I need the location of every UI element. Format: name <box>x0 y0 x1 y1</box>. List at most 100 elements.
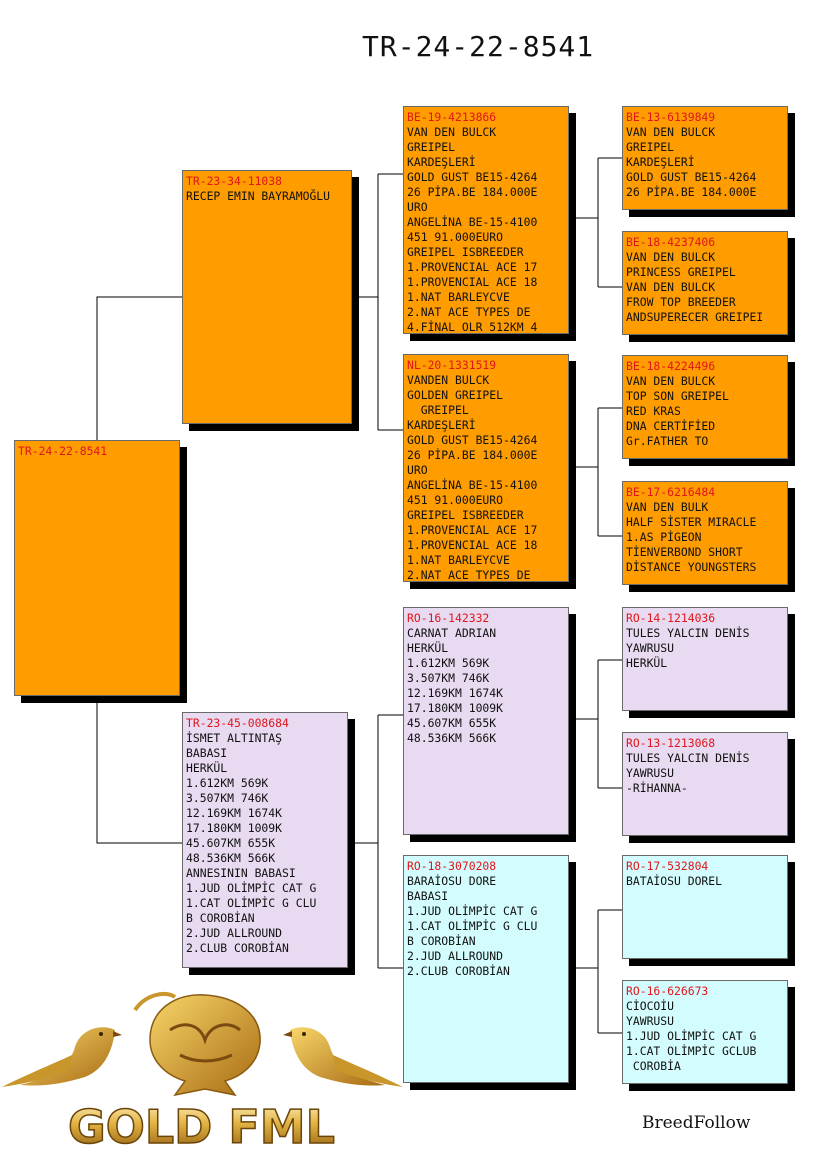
card-line: VAN DEN BULCK <box>407 125 497 139</box>
card-line: KARDEŞLERİ <box>626 155 695 169</box>
pigeon-left-icon <box>2 1027 122 1087</box>
card-line: 2.JUD ALLROUND <box>407 949 504 963</box>
card-line: 3.507KM 746K <box>186 791 269 805</box>
card-line: 4.FİNAL OLR 512KM 4 <box>407 320 538 334</box>
card-line: DNA CERTİFİED <box>626 419 716 433</box>
card-line: 1.NAT BARLEYCVE <box>407 290 510 304</box>
sdd-card: BE-17-6216484 VAN DEN BULK HALF SİSTER M… <box>622 481 788 585</box>
card-line: GREIPEL <box>407 140 456 154</box>
ssd-card: BE-18-4237406 VAN DEN BULCK PRINCESS GRE… <box>622 231 788 335</box>
card-line: 451 91.000EURO <box>407 230 504 244</box>
ddd-card: RO-16-626673 CİOCOİU YAWRUSU 1.JUD OLİMP… <box>622 980 788 1084</box>
dss-card: RO-14-1214036 TULES YALCIN DENİS YAWRUSU… <box>622 607 788 711</box>
sire-dam-card: NL-20-1331519 VANDEN BULCK GOLDEN GREIPE… <box>403 354 569 582</box>
card-line: BABASI <box>186 746 228 760</box>
card-line: KARDEŞLERİ <box>407 155 476 169</box>
card-line: HALF SİSTER MIRACLE <box>626 515 757 529</box>
card-line: ANGELİNA BE-15-4100 <box>407 215 538 229</box>
card-line: 1.612KM 569K <box>186 776 269 790</box>
card-line: 451 91.000EURO <box>407 493 504 507</box>
ring-number: RO-16-626673 <box>626 984 709 998</box>
gold-fml-logo: GOLD FML <box>2 991 403 1150</box>
ring-number: BE-18-4224496 <box>626 359 716 373</box>
card-line: DİSTANCE YOUNGSTERS <box>626 560 757 574</box>
ring-number: RO-16-142332 <box>407 611 490 625</box>
card-line: RECEP EMIN BAYRAMOĞLU <box>186 189 331 203</box>
card-line: GREIPEL <box>626 140 675 154</box>
card-line: 45.607KM 655K <box>407 716 497 730</box>
card-line: TULES YALCIN DENİS <box>626 751 750 765</box>
card-line: 3.507KM 746K <box>407 671 490 685</box>
card-line: GOLD GUST BE15-4264 <box>407 433 538 447</box>
card-line: GREIPEL <box>407 403 469 417</box>
card-line: YAWRUSU <box>626 1014 675 1028</box>
card-line: 26 PİPA.BE 184.000E <box>407 448 538 462</box>
card-line: 45.607KM 655K <box>186 836 276 850</box>
card-line: YAWRUSU <box>626 766 675 780</box>
ring-number: BE-18-4237406 <box>626 235 716 249</box>
card-line: 1.JUD OLİMPİC CAT G <box>626 1029 757 1043</box>
card-line: TİENVERBOND SHORT <box>626 545 743 559</box>
card-line: 1.612KM 569K <box>407 656 490 670</box>
card-line: 2.JUD ALLROUND <box>186 926 283 940</box>
card-line: CARNAT ADRIAN <box>407 626 497 640</box>
page-title: TR-24-22-8541 <box>362 30 595 63</box>
logo-text: GOLD FML <box>68 1100 335 1150</box>
dds-card: RO-17-532804 BATAİOSU DOREL <box>622 855 788 959</box>
brand-label: BreedFollow <box>642 1113 751 1133</box>
card-line: VANDEN BULCK <box>407 373 490 387</box>
ring-number: RO-18-3070208 <box>407 859 497 873</box>
card-line: 1.JUD OLİMPİC CAT G <box>407 904 538 918</box>
sss-card: BE-13-6139849 VAN DEN BULCK GREIPEL KARD… <box>622 106 788 210</box>
card-line: FROW TOP BREEDER <box>626 295 736 309</box>
card-line: VAN DEN BULK <box>626 500 709 514</box>
ring-number: BE-17-6216484 <box>626 485 716 499</box>
card-line: 1.JUD OLİMPİC CAT G <box>186 881 317 895</box>
lion-icon <box>133 991 261 1097</box>
sds-card: BE-18-4224496 VAN DEN BULCK TOP SON GREI… <box>622 355 788 459</box>
card-line: RED KRAS <box>626 404 681 418</box>
card-line: COROBİA <box>626 1059 681 1073</box>
card-line: 26 PİPA.BE 184.000E <box>626 185 757 199</box>
card-line: YAWRUSU <box>626 641 675 655</box>
card-line: 1.PROVENCIAL ACE 17 <box>407 260 538 274</box>
ring-number: NL-20-1331519 <box>407 358 497 372</box>
card-line: 2.CLUB COROBİAN <box>407 964 510 978</box>
card-line: HERKÜL <box>407 641 449 655</box>
ring-number: TR-23-34-11038 <box>186 174 283 188</box>
card-line: Gr.FATHER TO <box>626 434 709 448</box>
card-line: BARAİOSU DORE <box>407 874 497 888</box>
card-line: KARDEŞLERİ <box>407 418 476 432</box>
card-line: İSMET ALTINTAŞ <box>186 731 283 745</box>
card-line: GOLDEN GREIPEL <box>407 388 504 402</box>
card-line: ANNESININ BABASI <box>186 866 296 880</box>
sire-card: TR-23-34-11038 RECEP EMIN BAYRAMOĞLU <box>182 170 352 424</box>
subject-card: TR-24-22-8541 <box>14 440 180 696</box>
card-line: B COROBİAN <box>407 934 476 948</box>
card-line: VAN DEN BULCK <box>626 250 716 264</box>
card-line: TULES YALCIN DENİS <box>626 626 750 640</box>
card-line: 1.PROVENCIAL ACE 17 <box>407 523 538 537</box>
pigeon-right-icon <box>283 1027 403 1087</box>
card-line: 1.NAT BARLEYCVE <box>407 553 510 567</box>
card-line: BABASI <box>407 889 449 903</box>
card-line: ANDSUPERECER GREIPEI <box>626 310 764 324</box>
sire-sire-card: BE-19-4213866 VAN DEN BULCK GREIPEL KARD… <box>403 106 569 334</box>
card-line: 1.PROVENCIAL ACE 18 <box>407 275 538 289</box>
card-line: CİOCOİU <box>626 999 675 1013</box>
card-line: -RİHANNA- <box>626 781 688 795</box>
card-line: PRINCESS GREIPEL <box>626 265 736 279</box>
card-line: 1.CAT OLİMPİC GCLUB <box>626 1044 757 1058</box>
dam-card: TR-23-45-008684 İSMET ALTINTAŞ BABASI HE… <box>182 712 348 968</box>
ring-number: TR-23-45-008684 <box>186 716 289 730</box>
card-line: GOLD GUST BE15-4264 <box>626 170 757 184</box>
card-line: ANGELİNA BE-15-4100 <box>407 478 538 492</box>
card-line: 26 PİPA.BE 184.000E <box>407 185 538 199</box>
card-line: TOP SON GREIPEL <box>626 389 729 403</box>
ring-number: BE-19-4213866 <box>407 110 497 124</box>
card-line: 1.AS PİGEON <box>626 530 702 544</box>
card-line: GREIPEL ISBREEDER <box>407 508 524 522</box>
ring-number: RO-17-532804 <box>626 859 709 873</box>
card-line: 17.180KM 1009K <box>186 821 283 835</box>
